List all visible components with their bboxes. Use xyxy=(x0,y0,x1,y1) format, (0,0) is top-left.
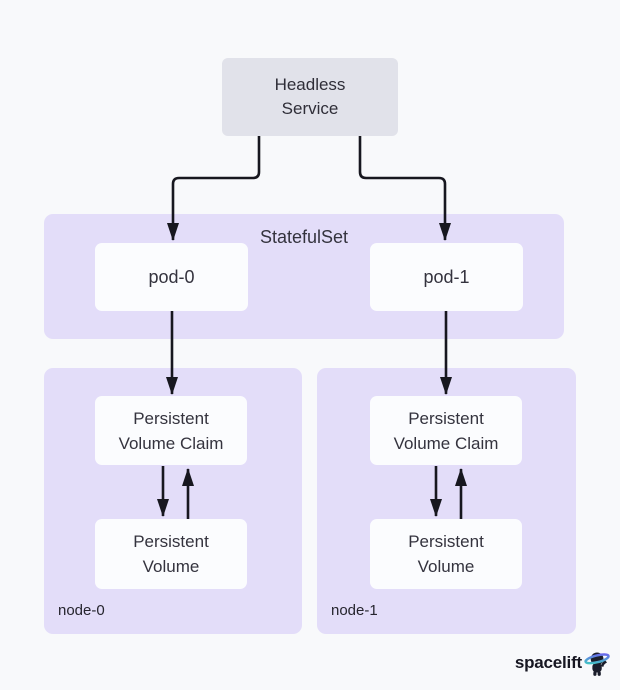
node-1-label: node-1 xyxy=(331,602,378,619)
headless-service-box: Headless Service xyxy=(222,58,398,136)
node-0-pv-box: Persistent Volume xyxy=(95,519,247,589)
spacelift-logo: spacelift xyxy=(515,649,613,679)
node-0-label: node-0 xyxy=(58,602,105,619)
saturn-ring xyxy=(584,653,610,665)
node-0-container: Persistent Volume Claim Persistent Volum… xyxy=(44,368,302,634)
node-1-pv-box: Persistent Volume xyxy=(370,519,522,589)
statefulset-label: StatefulSet xyxy=(259,227,349,247)
spacelift-wordmark: spacelift xyxy=(514,653,582,672)
pod-0-box: pod-0 xyxy=(95,243,248,311)
node-1-container: Persistent Volume Claim Persistent Volum… xyxy=(317,368,576,634)
node-1-pvc-box: Persistent Volume Claim xyxy=(370,396,522,465)
statefulset-container: StatefulSet pod-0 pod-1 xyxy=(44,214,564,339)
node-0-pvc-box: Persistent Volume Claim xyxy=(95,396,247,465)
spacelift-astronaut-saturn-icon xyxy=(584,652,610,676)
pod-1-box: pod-1 xyxy=(370,243,523,311)
